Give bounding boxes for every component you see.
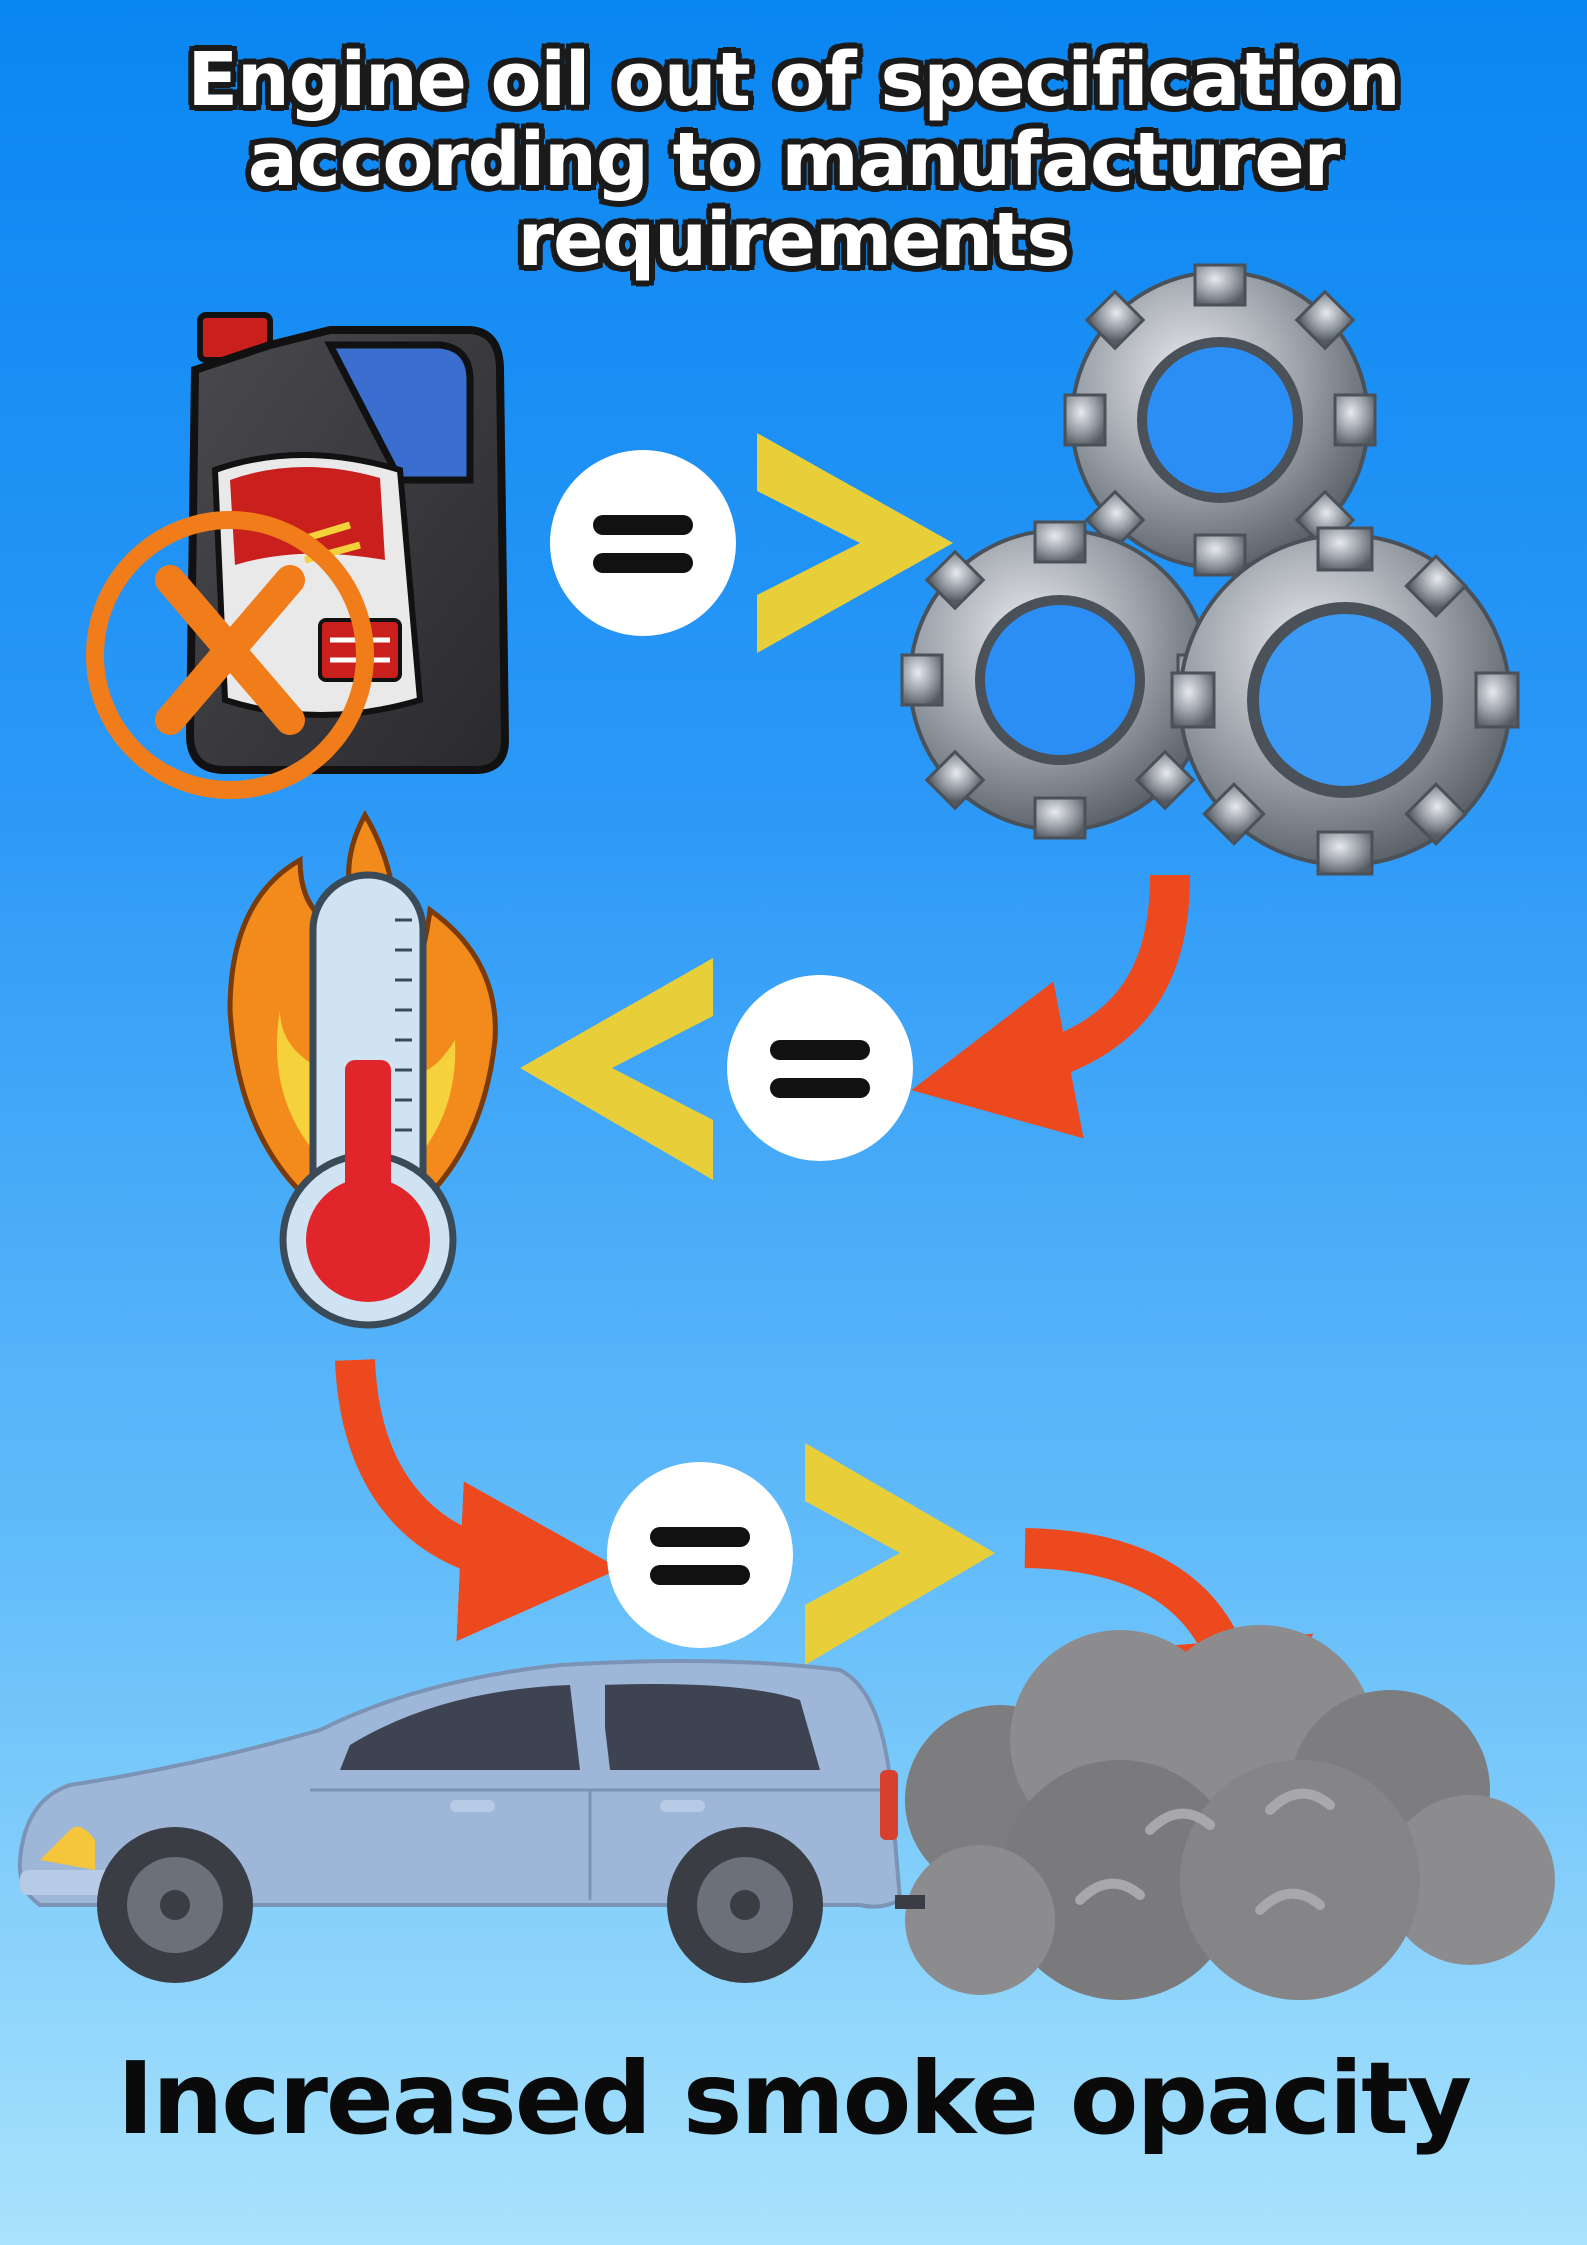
title-line-1: Engine oil out of specification	[187, 37, 1400, 123]
page-title: Engine oil out of specification accordin…	[0, 40, 1587, 280]
car-icon	[17, 1659, 925, 1983]
title-line-3: requirements	[517, 197, 1071, 283]
chevron-right-1	[757, 433, 953, 653]
conclusion-text: Increased smoke opacity	[116, 2040, 1472, 2157]
chevron-left-1	[520, 958, 713, 1180]
prohibited-icon	[86, 511, 374, 799]
rear-wheel	[667, 1827, 823, 1983]
chevron-right-2	[805, 1443, 995, 1665]
equals-sign-3	[607, 1462, 793, 1648]
equals-sign-1	[550, 450, 736, 636]
gears-icon	[900, 263, 1520, 876]
curved-arrow-2	[335, 1359, 620, 1642]
smoke-cloud-icon	[905, 1625, 1555, 2000]
front-wheel	[97, 1827, 253, 1983]
thermometer-fire-icon	[227, 809, 498, 1329]
equals-sign-2	[727, 975, 913, 1161]
title-line-2: according to manufacturer	[247, 117, 1340, 203]
curved-arrow-1	[911, 874, 1190, 1139]
